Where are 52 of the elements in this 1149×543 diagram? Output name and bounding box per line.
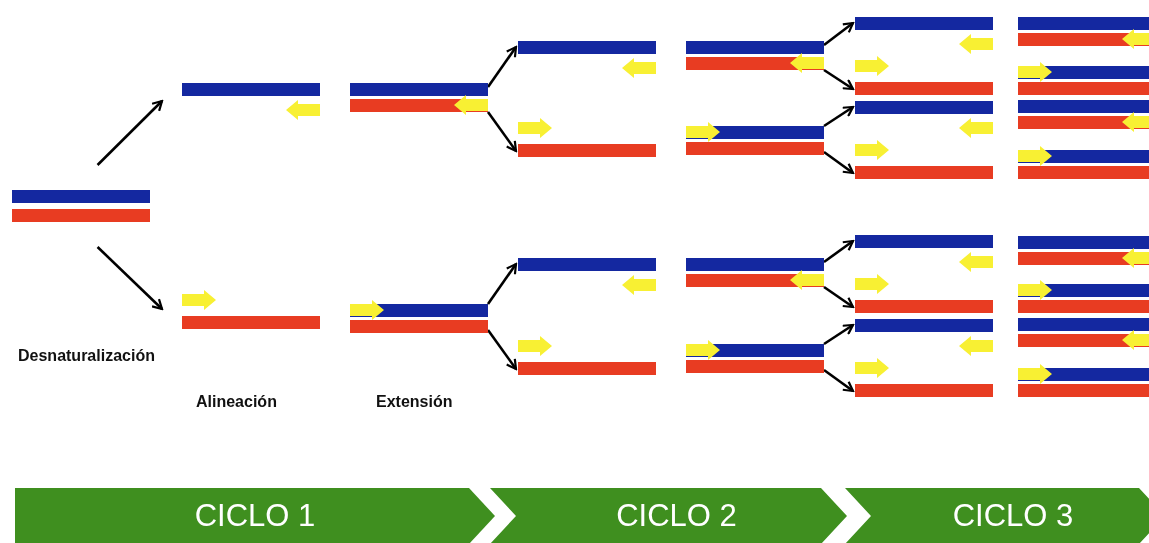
dna-strand-drawing: [518, 41, 656, 79]
step-label: Alineación: [196, 393, 277, 411]
arrow: [823, 21, 855, 47]
dna-strand-drawing: [855, 101, 993, 139]
dna-duplex-drawing: [686, 258, 824, 291]
arrow: [823, 150, 855, 175]
arrow: [823, 68, 855, 91]
arrow: [486, 45, 518, 88]
dna-strand-drawing: [518, 258, 656, 296]
dna-duplex-drawing: [1018, 17, 1149, 50]
dna-strand-drawing: [182, 290, 320, 329]
dna-duplex-drawing: [1018, 318, 1149, 351]
arrow: [823, 368, 855, 393]
arrow: [486, 262, 518, 305]
dna-strand-drawing: [855, 235, 993, 273]
dna-strand-drawing: [855, 358, 993, 397]
dna-duplex-drawing: [1018, 280, 1149, 314]
dna-strand-drawing: [855, 56, 993, 95]
dna-strand-drawing: [855, 319, 993, 357]
dna-duplex-drawing: [686, 340, 824, 374]
chevron-banner: [15, 488, 495, 543]
step-label: Extensión: [376, 393, 453, 411]
dna-duplex-drawing: [686, 41, 824, 74]
arrow: [486, 329, 518, 371]
dna-duplex-drawing: [12, 190, 150, 222]
dna-strand-drawing: [855, 17, 993, 55]
dna-duplex-drawing: [1018, 100, 1149, 133]
arrow: [96, 99, 164, 166]
arrow: [823, 105, 855, 128]
dna-duplex-drawing: [1018, 62, 1149, 96]
arrow: [96, 246, 164, 311]
dna-strand-drawing: [855, 140, 993, 179]
dna-strand-drawing: [518, 336, 656, 375]
chevron-banner: [845, 488, 1149, 543]
dna-duplex-drawing: [1018, 146, 1149, 180]
dna-strand-drawing: [855, 274, 993, 313]
dna-strand-drawing: [518, 118, 656, 157]
dna-duplex-drawing: [686, 122, 824, 156]
chevron-banner: [490, 488, 847, 543]
cycle-label: CICLO 2: [616, 498, 737, 534]
dna-duplex-drawing: [350, 83, 488, 116]
dna-duplex-drawing: [1018, 364, 1149, 398]
arrow: [823, 239, 855, 264]
arrow: [823, 285, 855, 309]
dna-strand-drawing: [182, 83, 320, 121]
dna-duplex-drawing: [1018, 236, 1149, 269]
cycle-label: CICLO 1: [194, 498, 316, 534]
step-label: Desnaturalización: [18, 347, 155, 365]
arrow: [823, 323, 855, 346]
arrow: [486, 111, 518, 153]
dna-duplex-drawing: [350, 300, 488, 334]
cycle-label: CICLO 3: [952, 498, 1074, 534]
